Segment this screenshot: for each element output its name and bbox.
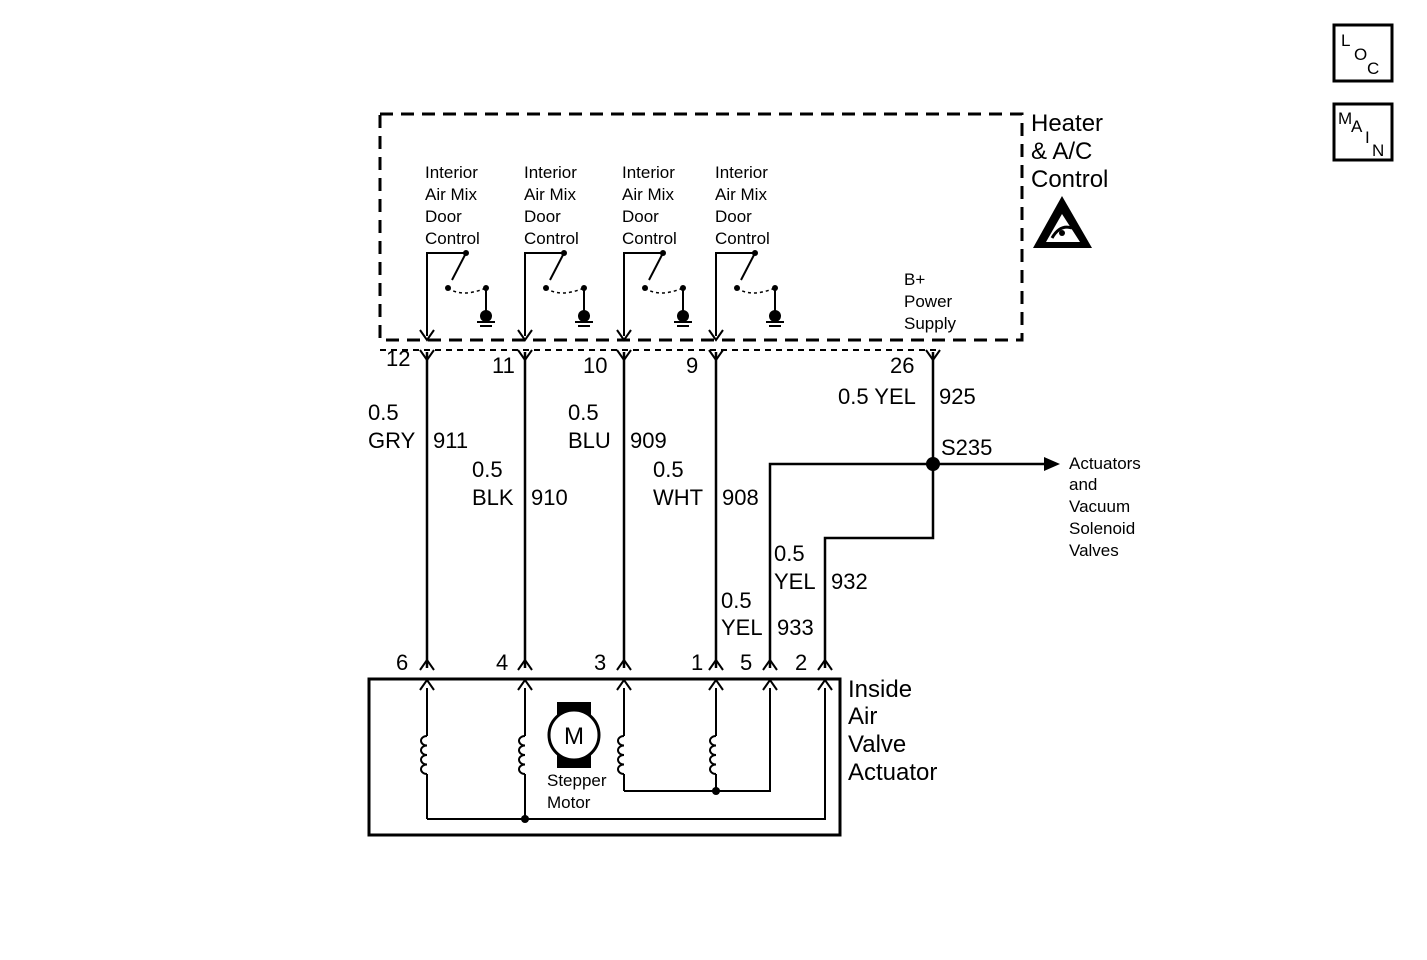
module-title-line-1: Heater [1031,110,1103,137]
power-label-line-2: Power [904,292,953,311]
wire-933-circuit: 933 [777,615,814,640]
door-control-2: Interior Air Mix Door Control [524,163,593,336]
actuator-title-line-2: Air [848,703,877,730]
switch-1-label-line-1: Interior [425,163,478,182]
switch-1-label-line-3: Door [425,207,462,226]
wire-910: 0.5 BLK 910 [472,352,568,668]
switch-2-label-line-3: Door [524,207,561,226]
pin-26-label: 26 [890,353,914,378]
main-letter-m: M [1338,109,1352,128]
switch-4-label-line-3: Door [715,207,752,226]
main-letter-a: A [1351,117,1363,136]
coil-2-icon [518,735,526,775]
motor-label-line-2: Motor [547,793,591,812]
door-control-1: Interior Air Mix Door Control [425,163,495,336]
switch-3-label-line-3: Door [622,207,659,226]
coil-1-icon [420,735,428,775]
switch-2-label-line-2: Air Mix [524,185,576,204]
pin-1-label: 1 [691,650,703,675]
door-control-4: Interior Air Mix Door Control [715,163,784,336]
switch-3-label-line-4: Control [622,229,677,248]
switch-4-label-line-4: Control [715,229,770,248]
pin-4-label: 4 [496,650,508,675]
motor-symbol: M [564,723,584,750]
wire-908-circuit: 908 [722,485,759,510]
pin-9-label: 9 [686,353,698,378]
switch-4-label-line-1: Interior [715,163,768,182]
switch-3-label-line-2: Air Mix [622,185,674,204]
wire-932-color: YEL [774,569,816,594]
splice-dest-line-3: Vacuum [1069,497,1130,516]
wire-910-color: BLK [472,485,514,510]
power-label-line-3: Supply [904,314,956,333]
pin-10-label: 10 [583,353,607,378]
wire-925-circuit: 925 [939,384,976,409]
pin-3-label: 3 [594,650,606,675]
splice-s235: S235 Actuators and Vacuum Solenoid Valve… [926,435,1141,560]
main-letter-n: N [1372,141,1384,160]
switch-1-label-line-4: Control [425,229,480,248]
splice-dest-line-4: Solenoid [1069,519,1135,538]
wire-911-circuit: 911 [433,428,468,453]
module-title-line-2: & A/C [1031,138,1092,165]
wire-932-size: 0.5 [774,541,805,566]
module-title-line-3: Control [1031,166,1108,193]
wire-908-color: WHT [653,485,703,510]
pin-12-label: 12 [386,346,410,371]
wire-909: 0.5 BLU 909 [568,352,667,668]
wire-908: 0.5 WHT 908 [653,352,759,668]
switch-2-label-line-1: Interior [524,163,577,182]
splice-dest-line-5: Valves [1069,541,1119,560]
motor-label-line-1: Stepper [547,771,607,790]
coil-3-icon [617,735,625,775]
power-supply-label: B+ Power Supply [904,270,956,333]
wire-933-color: YEL [721,615,763,640]
loc-button[interactable]: L O C [1332,23,1394,83]
loc-letter-o: O [1354,45,1367,64]
main-letter-i: I [1365,128,1370,147]
wire-932-circuit: 932 [831,569,868,594]
wire-911-color: GRY [368,428,416,453]
pin-11-label: 11 [492,353,515,378]
wire-911-size: 0.5 [368,400,399,425]
wire-933-size: 0.5 [721,588,752,613]
pin-2-label: 2 [795,650,807,675]
pin-5-label: 5 [740,650,752,675]
power-label-line-1: B+ [904,270,925,289]
esd-warning-icon [1033,196,1092,248]
coil-4-icon [709,735,717,775]
pin-6-label: 6 [396,650,408,675]
wire-908-size: 0.5 [653,457,684,482]
switch-2-label-line-4: Control [524,229,579,248]
top-connector-pins [419,329,941,362]
stepper-motor-icon: M [547,702,601,768]
actuator-title-line-3: Valve [848,731,906,758]
splice-dest-line-1: Actuators [1069,454,1141,473]
splice-id: S235 [941,435,992,460]
wire-910-size: 0.5 [472,457,503,482]
wire-909-color: BLU [568,428,611,453]
splice-dest-line-2: and [1069,475,1097,494]
switch-3-label-line-1: Interior [622,163,675,182]
actuator-title-line-1: Inside [848,676,912,703]
wire-909-size: 0.5 [568,400,599,425]
switch-1-label-line-2: Air Mix [425,185,477,204]
loc-letter-c: C [1367,59,1379,78]
wire-925-label: 0.5 YEL [838,384,916,409]
heater-ac-control-module: Heater & A/C Control [378,110,1108,351]
wire-932: 0.5 YEL 932 [774,464,935,668]
main-button[interactable]: M A I N [1332,102,1394,162]
wire-911: 0.5 GRY 911 [368,352,468,668]
actuator-title-line-4: Actuator [848,759,937,786]
wire-909-circuit: 909 [630,428,667,453]
door-control-3: Interior Air Mix Door Control [622,163,692,336]
wire-925: 0.5 YEL 925 [838,352,976,464]
loc-letter-l: L [1341,31,1350,50]
wire-933: 0.5 YEL 933 [721,462,933,668]
wire-910-circuit: 910 [531,485,568,510]
inside-air-valve-actuator: Inside Air Valve Actuator [367,676,937,837]
switch-4-label-line-2: Air Mix [715,185,767,204]
